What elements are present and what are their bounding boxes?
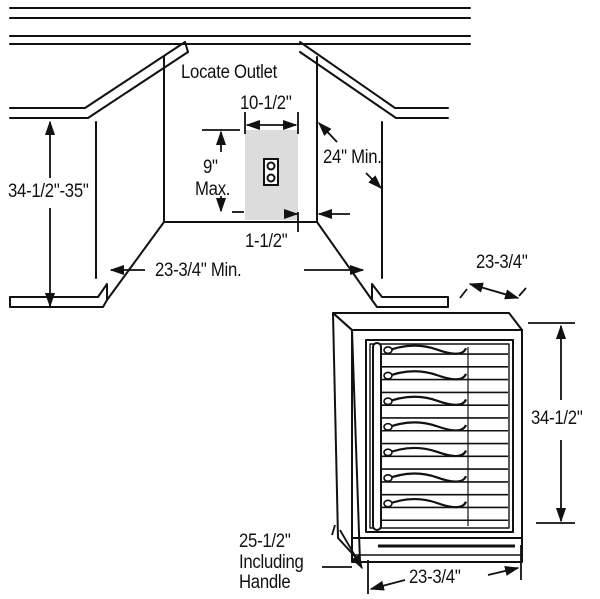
dim-unit-width-right	[487, 566, 520, 576]
dim-depth-arrow-top	[318, 121, 338, 143]
bottle-neck	[383, 473, 393, 482]
right-base	[371, 283, 449, 308]
bottle-outline	[383, 421, 468, 432]
bottle-outline	[383, 344, 468, 355]
unit-top	[332, 312, 523, 331]
unit-front	[351, 329, 523, 563]
unit-left-side	[332, 312, 361, 563]
unit-height-label: 34-1/2"	[531, 408, 583, 429]
unit-depth-handle-label: 25-1/2" Including Handle	[239, 531, 304, 594]
outlet-width-label: 10-1/2"	[240, 93, 292, 114]
bottle-neck	[383, 422, 393, 431]
wine-shelves	[382, 344, 508, 526]
outlet-height-qualifier-label: Max.	[195, 179, 231, 200]
unit-glass-door	[365, 339, 514, 533]
wine-cooler-unit	[332, 312, 523, 563]
outlet-offset-label: 1-1/2"	[245, 231, 288, 252]
counter-height-label: 34-1/2"-35"	[8, 181, 89, 202]
left-base-top	[9, 283, 108, 301]
unit-width-bottom-label: 23-3/4"	[409, 567, 461, 588]
opening-floor-left	[106, 221, 165, 301]
locate-outlet-label: Locate Outlet	[181, 62, 278, 83]
left-counter-top	[9, 41, 186, 109]
dim-unit-width-left	[369, 579, 406, 591]
outlet-icon	[263, 158, 279, 186]
left-base-front	[9, 296, 108, 308]
bottle-outline	[383, 472, 468, 483]
dim-unit-depth-top	[468, 282, 520, 300]
bottle-outline	[383, 498, 468, 509]
outlet-height-value-label: 9"	[203, 157, 218, 178]
bottle-outline	[383, 446, 468, 458]
bottle-neck	[383, 346, 393, 355]
right-counter-top	[299, 41, 449, 109]
opening-floor-right	[316, 221, 373, 301]
door-handle	[372, 342, 382, 531]
unit-depth-top-label: 23-3/4"	[476, 252, 528, 273]
bottle-neck	[383, 371, 393, 380]
right-counter-bottom	[299, 51, 449, 119]
bottle-outline	[383, 370, 468, 381]
bottle-neck	[383, 448, 393, 457]
left-counter-bottom	[9, 51, 189, 119]
dim-depth-arrow-bottom	[365, 172, 383, 190]
bottle-outline	[383, 395, 468, 406]
opening-width-label: 23-3/4" Min.	[155, 260, 242, 281]
bottle-neck	[383, 499, 393, 508]
cabinet-depth-label: 24" Min.	[323, 147, 382, 168]
bottle-neck	[383, 397, 393, 406]
